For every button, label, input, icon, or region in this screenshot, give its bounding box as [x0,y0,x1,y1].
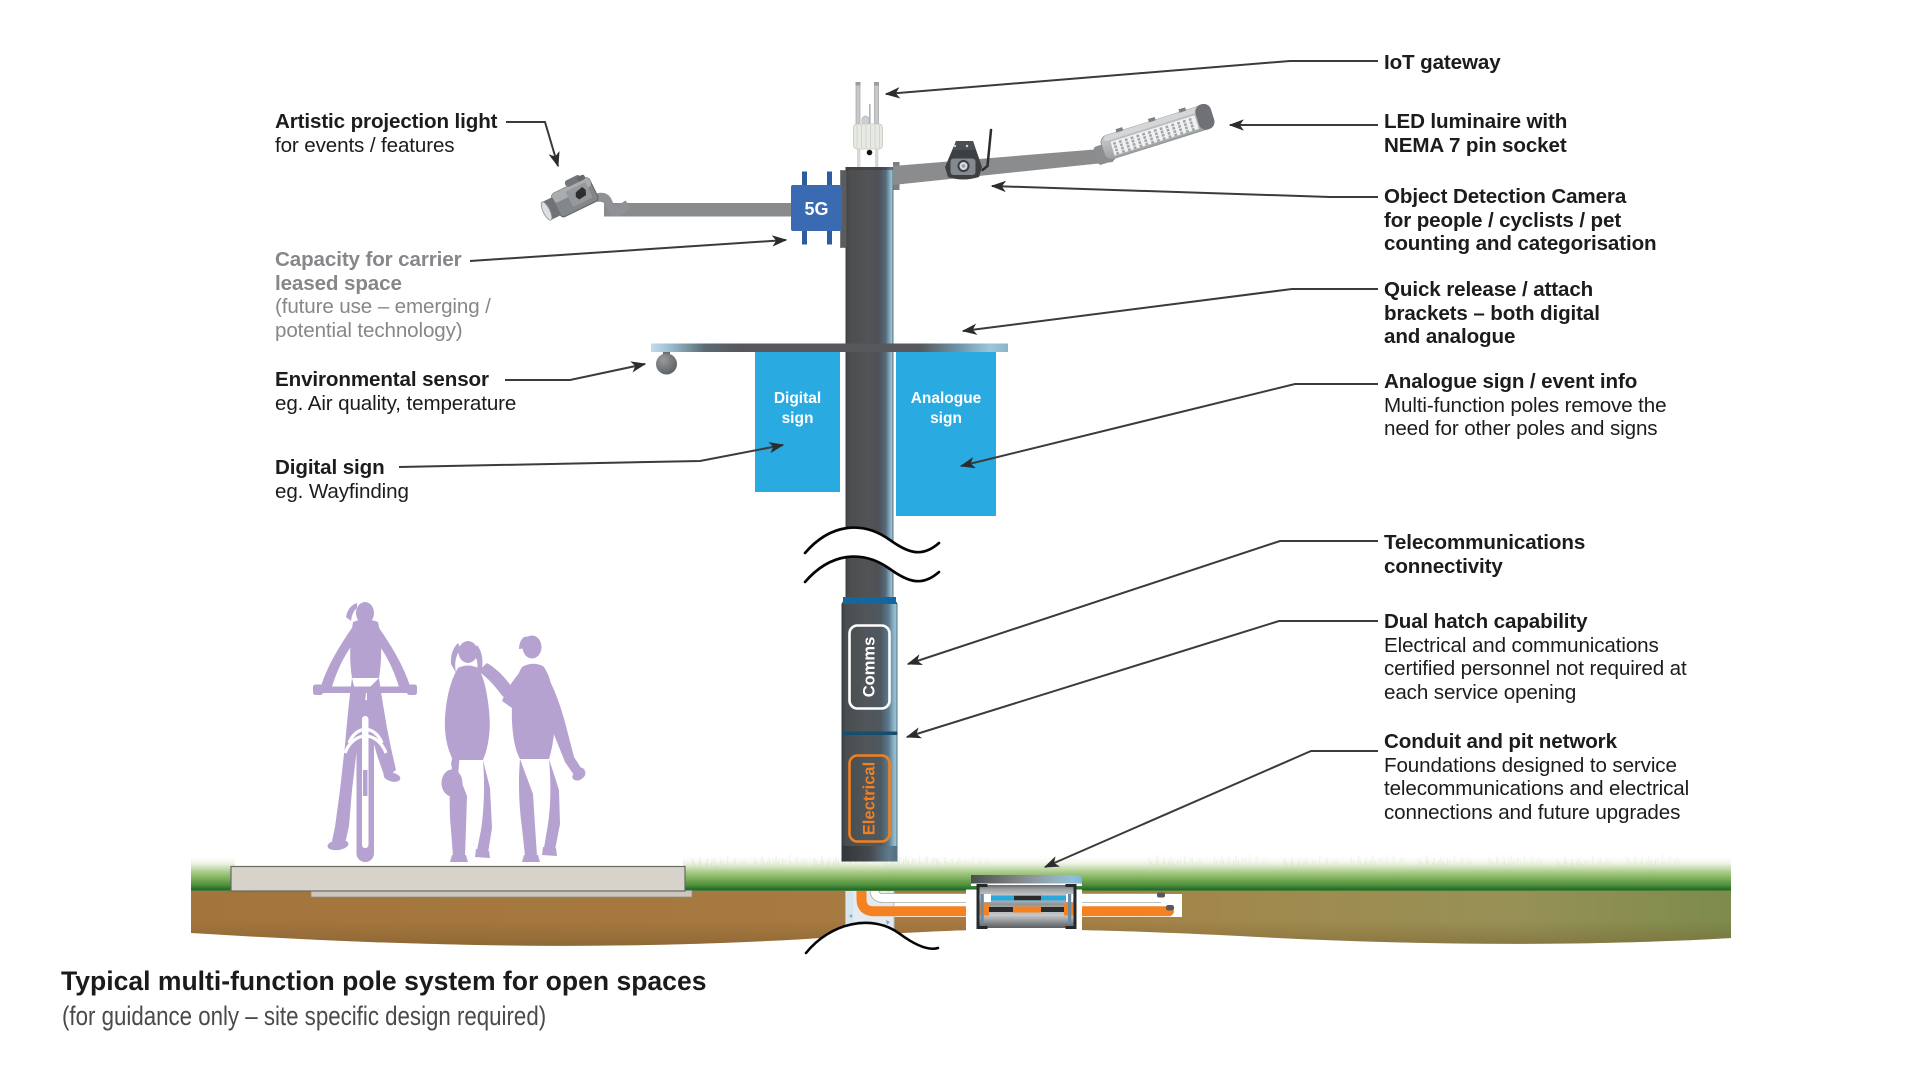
svg-text:sign: sign [930,410,962,427]
svg-text:sign: sign [782,410,814,427]
svg-text:Digital: Digital [774,390,821,407]
svg-text:Comms: Comms [861,637,879,698]
svg-text:5G: 5G [804,199,828,219]
svg-text:Electrical: Electrical [861,762,879,835]
svg-text:Analogue: Analogue [911,390,982,407]
